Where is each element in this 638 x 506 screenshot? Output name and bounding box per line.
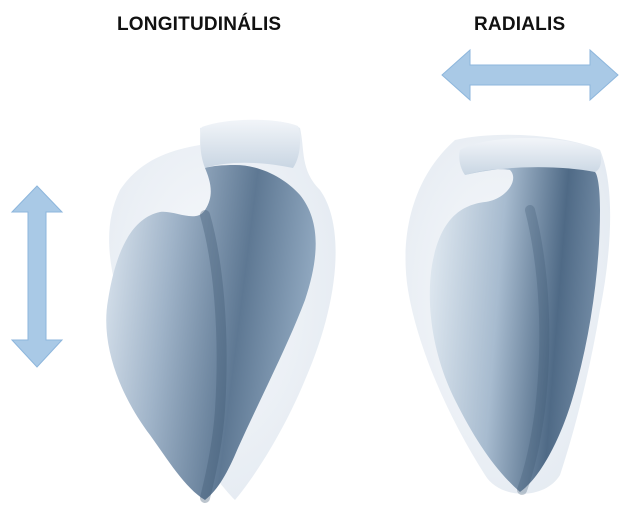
heart-longitudinal	[106, 120, 335, 500]
horizontal-double-arrow-icon	[442, 50, 618, 100]
vertical-double-arrow-icon	[12, 186, 62, 367]
heart-radial-body	[430, 167, 600, 492]
heart-longitudinal-top	[200, 120, 300, 168]
heart-radial	[405, 135, 610, 494]
